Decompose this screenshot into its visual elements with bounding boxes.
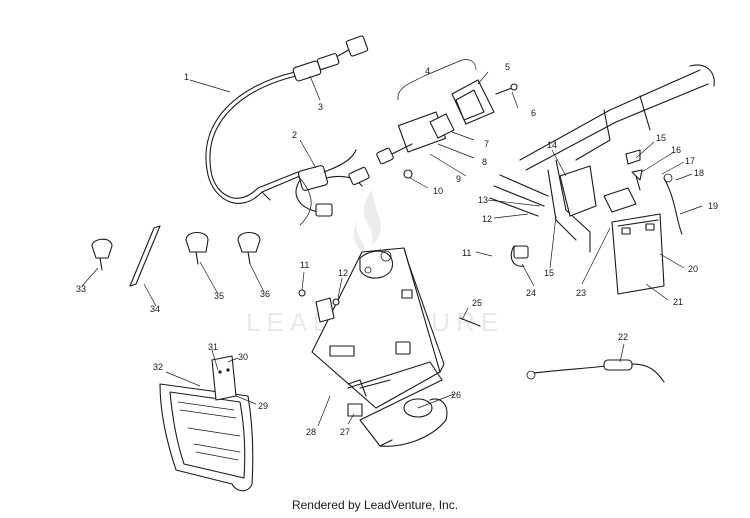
callout-9: 9 xyxy=(456,174,461,184)
callout-33: 33 xyxy=(76,284,86,294)
callout-21: 21 xyxy=(673,297,683,307)
bracket-plate xyxy=(298,247,481,447)
footer-credit: Rendered by LeadVenture, Inc. xyxy=(291,498,459,512)
callout-16: 16 xyxy=(671,145,681,155)
callout-31: 31 xyxy=(208,342,218,352)
tail-light-assembly xyxy=(376,79,518,179)
callout-14: 14 xyxy=(547,140,557,150)
callout-10: 10 xyxy=(433,186,443,196)
callout-32: 32 xyxy=(153,362,163,372)
callout-34: 34 xyxy=(150,304,160,314)
callout-26: 26 xyxy=(451,390,461,400)
callout-29: 29 xyxy=(258,401,268,411)
leader-lines xyxy=(81,59,703,427)
callout-12b: 12 xyxy=(482,214,492,224)
callout-28: 28 xyxy=(306,427,316,437)
callout-8: 8 xyxy=(482,157,487,167)
cable xyxy=(526,359,665,383)
callout-6: 6 xyxy=(531,108,536,118)
callout-25: 25 xyxy=(472,298,482,308)
callout-36: 36 xyxy=(260,289,270,299)
callout-30: 30 xyxy=(238,352,248,362)
callout-1: 1 xyxy=(184,72,189,82)
rear-frame xyxy=(489,64,715,295)
callout-20: 20 xyxy=(688,264,698,274)
callout-7: 7 xyxy=(484,139,489,149)
callout-12a: 12 xyxy=(338,268,348,278)
callout-15b: 15 xyxy=(544,268,554,278)
callout-3: 3 xyxy=(318,102,323,112)
callout-27: 27 xyxy=(340,427,350,437)
callout-5: 5 xyxy=(505,62,510,72)
callout-11b: 11 xyxy=(462,248,471,258)
rear-flap xyxy=(159,355,254,492)
callout-17: 17 xyxy=(685,156,695,166)
wiring-harness xyxy=(205,35,370,226)
callout-22: 22 xyxy=(618,332,628,342)
callout-2: 2 xyxy=(292,130,297,140)
callout-18: 18 xyxy=(694,168,704,178)
clips xyxy=(91,225,261,287)
callout-11a: 11 xyxy=(300,260,309,270)
callout-13: 13 xyxy=(478,195,488,205)
callout-19: 19 xyxy=(708,201,718,211)
callout-23: 23 xyxy=(576,288,586,298)
callout-35: 35 xyxy=(214,291,224,301)
callout-24: 24 xyxy=(526,288,536,298)
callout-4: 4 xyxy=(425,66,430,76)
callout-15a: 15 xyxy=(656,133,666,143)
callout-numbers: 1 2 3 4 5 6 7 8 9 10 11 11 12 12 13 14 1… xyxy=(76,62,718,437)
